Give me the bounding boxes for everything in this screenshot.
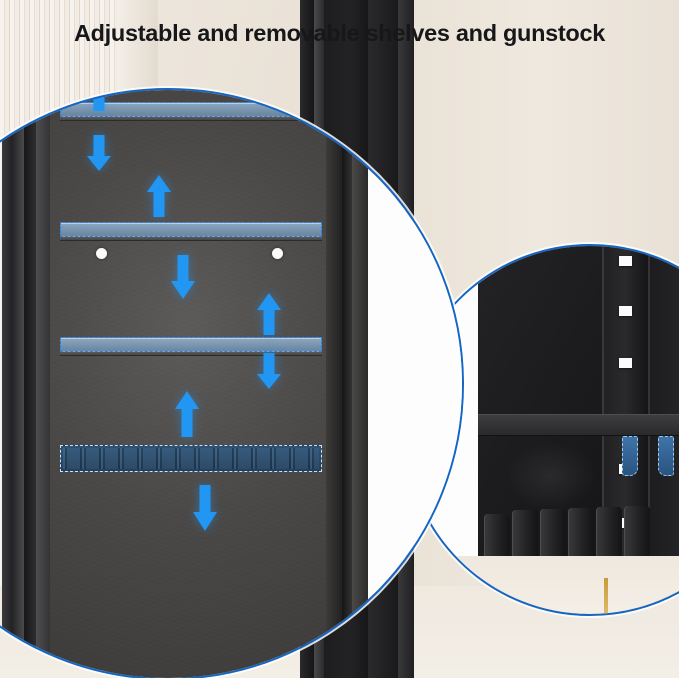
arrow-up-rack [174, 390, 200, 438]
gunstock-slot [624, 506, 650, 558]
arrow-down-top [86, 134, 112, 172]
gunstock-slot [540, 509, 566, 561]
shelf-lip-middle [60, 235, 322, 241]
safe-back-panel [50, 90, 326, 678]
page-title: Adjustable and removable shelves and gun… [73, 20, 606, 46]
arrow-up-top [86, 90, 112, 112]
peg-hole-left [96, 248, 107, 259]
gunstock-slot [512, 510, 538, 562]
gunstock-rack-slots [63, 448, 319, 469]
safe-left-wall-mid [24, 90, 36, 678]
shelf-top [60, 102, 322, 117]
arrow-down-middle [170, 254, 196, 300]
arrow-down-lower [256, 352, 282, 390]
rail-slot [619, 306, 632, 316]
rail-slot [619, 256, 632, 266]
safe-left-wall-inner [36, 90, 50, 678]
arrow-down-rack [192, 484, 218, 532]
shelf-lip-top [60, 115, 322, 121]
gunstock-hook-right [658, 436, 674, 476]
safe-interior-shelves-closeup [0, 88, 464, 678]
safe-left-wall-outer [2, 90, 24, 678]
safe-right-wall-mid [342, 90, 352, 678]
safe-right-wall-inner [326, 90, 342, 678]
back-panel-texture [50, 90, 326, 678]
arrow-up-middle [146, 174, 172, 218]
peg-hole-right [272, 248, 283, 259]
gunstock-hook-left [622, 436, 638, 476]
rail-slot [619, 358, 632, 368]
shelf-support-bracket [478, 414, 679, 436]
shelf-lower [60, 337, 322, 352]
shelf-lip-lower [60, 350, 322, 356]
safe-right-wall-outer [352, 90, 368, 678]
gunstock-slot [596, 507, 622, 559]
gunstock-rack [60, 445, 322, 472]
arrow-up-lower [256, 292, 282, 336]
shelf-middle [60, 222, 322, 237]
floor-trim-line [604, 578, 608, 614]
gunstock-slot [568, 508, 594, 560]
wall-highlight [506, 441, 596, 511]
